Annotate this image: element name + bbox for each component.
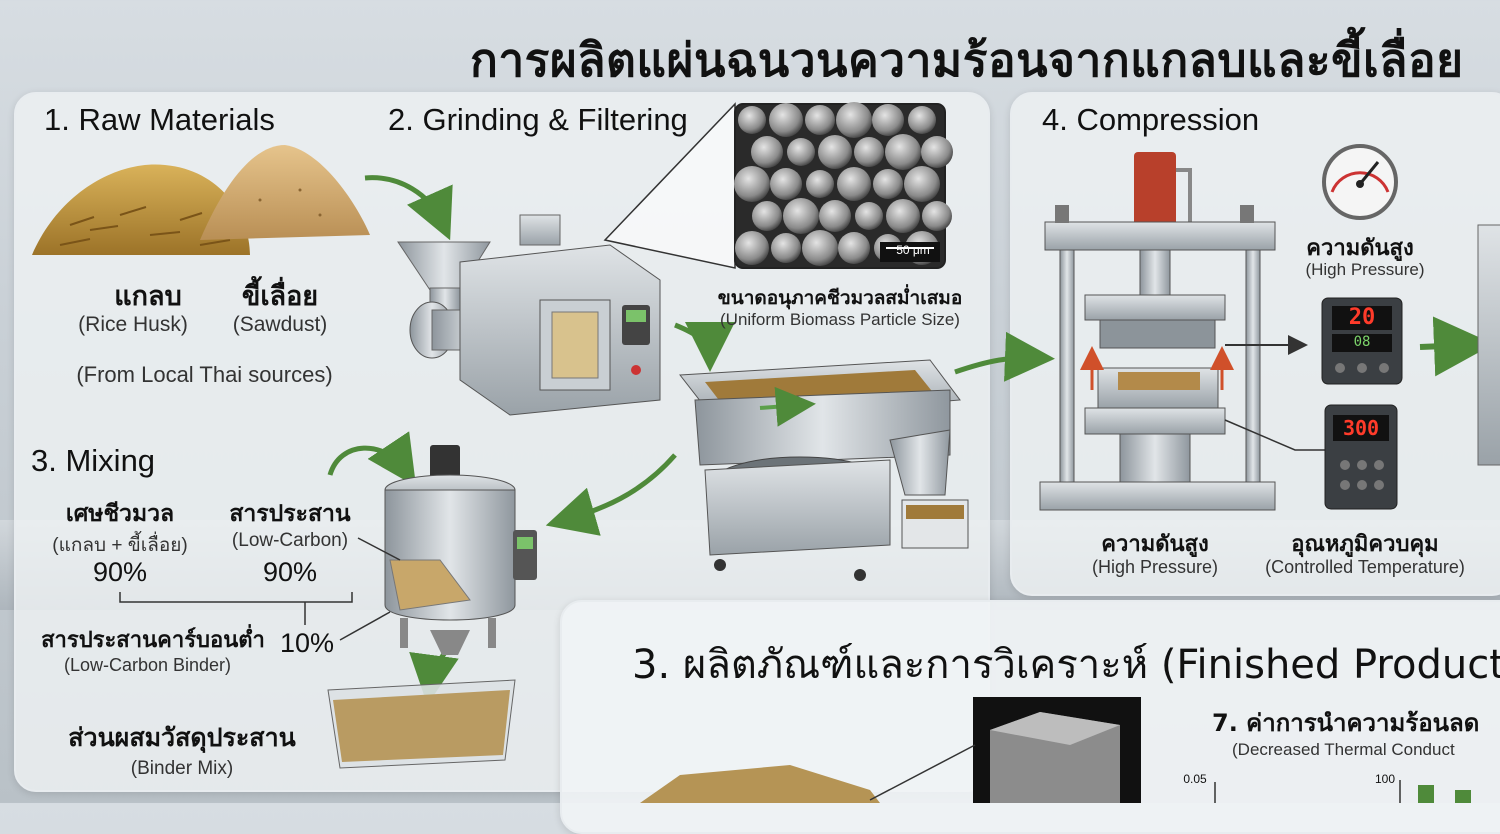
binder-mix-th: ส่วนผสมวัสดุประสาน: [68, 723, 296, 752]
micrograph-particle: [738, 106, 766, 134]
micrograph-particle: [854, 137, 884, 167]
micrograph-scale: 50 μm: [896, 243, 930, 257]
particle-micrograph: [603, 102, 953, 269]
gauge-high-pressure-en: (High Pressure): [1305, 260, 1425, 279]
temperature-controller: [1324, 404, 1398, 510]
rice-husk-th: แกลบ: [114, 281, 182, 312]
micrograph-particle: [802, 230, 838, 266]
micrograph-particle: [885, 134, 921, 170]
hydraulic-press: [1039, 152, 1325, 511]
low-carbon-binder-percent: 10%: [279, 628, 335, 658]
micrograph-particle: [783, 198, 819, 234]
micrograph-particle: [770, 168, 802, 200]
binder-th: สารประสาน: [229, 501, 351, 527]
press-high-pressure-en: (High Pressure): [1091, 557, 1219, 577]
product-sample-image: [973, 697, 1141, 803]
micrograph-particle: [818, 135, 852, 169]
micrograph-particle: [855, 202, 883, 230]
particle-size-th: ขนาดอนุภาคชีวมวลสม่ำเสมอ: [717, 287, 963, 309]
chart-axis-tick-2: 100: [1374, 772, 1396, 786]
low-carbon-binder-en: (Low-Carbon Binder): [63, 655, 232, 675]
temperature-display-value: 300: [1342, 416, 1380, 440]
micrograph-particle: [873, 169, 903, 199]
micrograph-particle: [771, 233, 801, 263]
raw-source-note: (From Local Thai sources): [76, 362, 333, 387]
micrograph-particle: [734, 166, 770, 202]
micrograph-particle: [886, 199, 920, 233]
micrograph-particle: [837, 167, 871, 201]
chart-axis-tick-1: 0.05: [1183, 772, 1207, 786]
low-carbon-binder-th: สารประสานคาร์บอนต่ำ: [41, 628, 265, 653]
gauge-high-pressure-th: ความดันสูง: [1306, 236, 1414, 261]
thermal-chart-preview: [1214, 780, 1471, 803]
micrograph-particle: [805, 105, 835, 135]
sawdust-th: ขี้เลื่อย: [241, 281, 319, 312]
micrograph-particle: [836, 102, 872, 138]
process-illustration: [32, 102, 1500, 803]
binder-mix-container: [327, 679, 516, 769]
binder-mix-en: (Binder Mix): [130, 758, 234, 779]
micrograph-particle: [735, 231, 769, 265]
finished-panel-board: [640, 765, 880, 803]
biomass-th: เศษชีวมวล: [65, 501, 175, 527]
micrograph-particle: [904, 166, 940, 202]
micrograph-particle: [908, 106, 936, 134]
grinder-machine: [397, 214, 661, 416]
binder-percent: 90%: [262, 557, 318, 587]
rice-husk-en: (Rice Husk): [78, 313, 188, 336]
biomass-en: (แกลบ + ขี้เลื่อย): [52, 535, 188, 556]
micrograph-particle: [838, 232, 870, 264]
micrograph-particle: [872, 104, 904, 136]
biomass-percent: 90%: [92, 557, 148, 587]
pressure-controller: [1321, 297, 1403, 385]
rice-husk-pile: [32, 164, 250, 255]
micrograph-particle: [787, 138, 815, 166]
micrograph-particle: [921, 136, 953, 168]
step-grinding: 2. Grinding & Filtering: [388, 102, 688, 137]
mixer-tank: [384, 445, 537, 655]
finished-product-heading: 3. ผลิตภัณฑ์และการวิเคราะห์ (Finished Pr…: [632, 642, 1500, 688]
pressure-display-value: 20: [1348, 305, 1376, 330]
press-high-pressure-th: ความดันสูง: [1101, 532, 1209, 557]
micrograph-particle: [752, 201, 782, 231]
page-title: การผลิตแผ่นฉนวนความร้อนจากแกลบและขี้เลื่…: [470, 33, 1464, 87]
sawdust-pile: [200, 145, 370, 240]
step-raw-materials: 1. Raw Materials: [44, 102, 275, 137]
step-compression: 4. Compression: [1042, 102, 1260, 137]
binder-en: (Low-Carbon): [231, 530, 349, 551]
micrograph-particle: [806, 170, 834, 198]
micrograph-particle: [819, 200, 851, 232]
pressure-gauge: [1322, 144, 1398, 220]
micrograph-particle: [751, 136, 783, 168]
controlled-temp-en: (Controlled Temperature): [1265, 557, 1465, 577]
thermal-conductivity-th: 7. ค่าการนำความร้อนลด: [1212, 709, 1480, 737]
micrograph-particle: [922, 201, 952, 231]
particle-size-en: (Uniform Biomass Particle Size): [720, 310, 960, 329]
sieve-shaker: [679, 359, 969, 581]
controlled-temp-th: อุณหภูมิควบคุม: [1291, 532, 1439, 557]
sawdust-en: (Sawdust): [232, 313, 328, 336]
step-mixing: 3. Mixing: [31, 443, 156, 478]
thermal-conductivity-en: (Decreased Thermal Conduct: [1232, 740, 1455, 759]
micrograph-particle: [769, 103, 803, 137]
pressure-display-sub: 08: [1353, 334, 1371, 350]
next-machine-edge: [1477, 224, 1500, 466]
